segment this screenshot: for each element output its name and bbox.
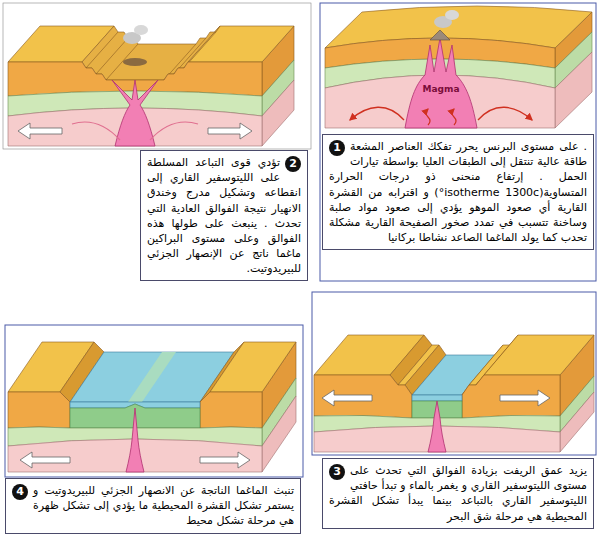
callout-number: 1 — [333, 141, 341, 154]
stage-four-block — [5, 325, 303, 477]
divergence-arrow — [18, 123, 62, 139]
step-number-circle: 1 — [329, 140, 345, 156]
divergence-arrow — [20, 452, 70, 468]
heat-arrow — [452, 109, 456, 125]
step-number-circle: 3 — [329, 464, 345, 480]
description-text: تنبث الماغما الناتجة عن الانصهار الجزئي … — [33, 484, 294, 527]
side-asthenosphere — [555, 52, 592, 128]
continental-crust — [200, 392, 262, 428]
callout-number: 2 — [289, 157, 297, 170]
divergence-arrow — [200, 452, 250, 468]
magma-plume — [405, 38, 477, 128]
top-surface — [484, 335, 594, 375]
magma-plume — [112, 80, 158, 146]
callout-number: 3 — [333, 465, 341, 478]
panel-frame — [5, 325, 303, 477]
explanation-box: 4 تنبث الماغما الناتجة عن الانصهار الجزئي… — [5, 478, 301, 534]
ridge-axis — [128, 352, 176, 402]
divergence-arrow — [500, 390, 550, 406]
top-surface — [210, 342, 296, 392]
convection-arrow — [72, 122, 120, 140]
explanation-box: 1. على مستوى البرنس يحرر تفكك العناصر ال… — [322, 134, 594, 250]
side-asthenosphere — [262, 396, 296, 472]
convection-arrow — [150, 122, 198, 140]
panel-frame — [3, 3, 311, 149]
side-asthenosphere — [262, 80, 294, 146]
description-text: . على مستوى البرنس يحرر تفكك العناصر الم… — [329, 140, 587, 244]
convection-arrow — [350, 107, 404, 120]
convection-arrow — [478, 107, 532, 120]
description-text: تؤدي قوى التباعد المسلطة على الليتوسفير … — [147, 156, 301, 275]
panel-frame — [312, 292, 596, 455]
side-asthenosphere — [560, 392, 594, 452]
lava-flow — [123, 58, 147, 66]
continental-crust — [462, 375, 560, 418]
divergence-arrow — [208, 123, 252, 139]
explanation-box: 3يزيد عمق الريفت بزيادة الفوالق التي تحد… — [322, 458, 594, 529]
step-number-circle: 2 — [285, 156, 301, 172]
callout-number: 4 — [16, 485, 24, 498]
divergence-arrow — [322, 390, 372, 406]
description-text: يزيد عمق الريفت بزيادة الفوالق التي تحدث… — [329, 464, 587, 523]
continental-crust — [314, 375, 412, 418]
heat-arrow — [426, 109, 430, 125]
sea-water — [412, 395, 462, 401]
stage-two-block — [3, 3, 311, 149]
continental-crust — [8, 392, 70, 428]
smoke — [445, 10, 459, 20]
explanation-box: 2تؤدي قوى التباعد المسلطة على الليتوسفير… — [140, 150, 308, 281]
volcano — [430, 30, 450, 40]
step-number-circle: 4 — [12, 484, 28, 500]
panel-frame — [320, 3, 596, 281]
smoke — [134, 25, 148, 35]
stage-three-block — [312, 292, 596, 455]
magma-plume — [126, 408, 144, 472]
magma-label: Magma — [423, 84, 460, 94]
stage-one-block — [320, 3, 596, 281]
magma-plume — [428, 401, 446, 452]
